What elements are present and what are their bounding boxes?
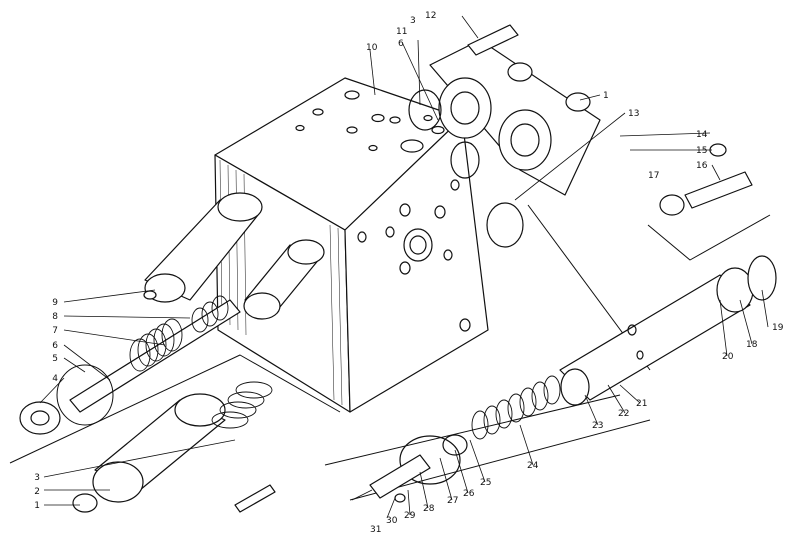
cover-plate [408,24,601,248]
label-25: 25 [480,478,491,488]
spring-stack [324,375,651,503]
label-9: 9 [52,298,58,308]
relief-valve [647,143,771,261]
label-10: 10 [366,43,378,53]
label-11: 11 [396,27,407,37]
label-29: 29 [404,511,416,521]
label-5: 5 [52,354,58,364]
label-30: 30 [386,516,398,526]
label-27: 27 [447,496,458,506]
cartridge-valve [527,204,777,406]
label-14: 14 [696,130,708,140]
spool-assembly [19,295,241,435]
label-20: 20 [722,352,734,362]
label-17: 17 [648,171,659,181]
label-21: 21 [636,399,647,409]
label-1a: 1 [34,501,40,511]
lower-solenoid [9,354,341,513]
label-15: 15 [696,146,707,156]
label-6: 6 [52,341,58,351]
label-2: 2 [34,487,40,497]
leader-lines [39,15,769,519]
label-7: 7 [52,326,58,336]
label-31: 31 [370,525,381,535]
label-8: 8 [52,312,58,322]
label-23: 23 [592,421,603,431]
label-3a: 3 [34,473,40,483]
label-22: 22 [618,409,629,419]
label-4: 4 [52,374,58,384]
label-1b: 1 [603,91,609,101]
label-24: 24 [527,461,539,471]
label-16: 16 [696,161,708,171]
solenoid-assembly [143,192,325,320]
label-3b: 3 [410,16,416,26]
label-26: 26 [463,489,475,499]
label-6b: 6 [398,39,404,49]
callout-labels: 9 8 7 6 5 4 3 2 1 10 11 6 3 12 1 13 14 1… [34,11,783,535]
label-28: 28 [423,504,435,514]
label-12: 12 [425,11,436,21]
label-19: 19 [772,323,784,333]
label-18: 18 [746,340,758,350]
label-13: 13 [628,109,639,119]
